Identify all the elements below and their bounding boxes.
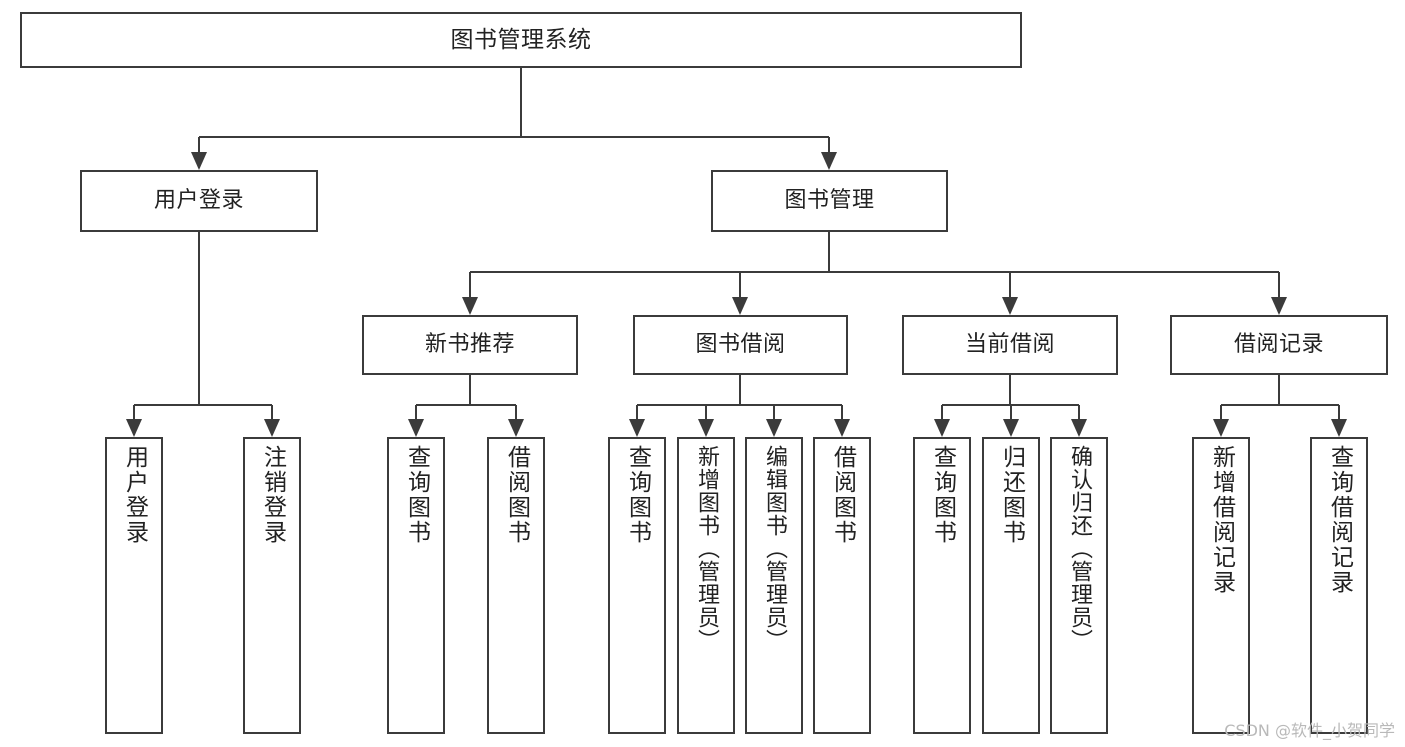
arrowhead-book-manage-0 [462,297,478,315]
arrowhead-borrow-records-0 [1213,419,1229,437]
node-user-login[interactable]: 用户登录 [80,170,318,232]
arrowhead-book-borrow-0 [629,419,645,437]
arrowhead-book-manage-1 [732,297,748,315]
node-label-leaf-borrow-book: 借阅图书 [829,445,856,545]
arrowhead-current-borrow-1 [1003,419,1019,437]
node-label-leaf-add-record: 新增借阅记录 [1208,445,1235,595]
node-label-root: 图书管理系统 [450,26,592,53]
arrowhead-book-manage-2 [1002,297,1018,315]
node-label-leaf-query-book-rec: 查询图书 [403,445,430,545]
node-borrow-records[interactable]: 借阅记录 [1170,315,1388,375]
node-book-borrow[interactable]: 图书借阅 [633,315,848,375]
node-label-book-manage: 图书管理 [784,188,875,214]
node-leaf-confirm-return[interactable]: 确认归还（管理员） [1050,437,1108,734]
node-root[interactable]: 图书管理系统 [20,12,1022,68]
node-leaf-query-book-cur[interactable]: 查询图书 [913,437,971,734]
node-label-leaf-confirm-return: 确认归还（管理员） [1067,445,1092,652]
node-label-leaf-query-book-borrow: 查询图书 [624,445,651,545]
arrowhead-root-1 [821,152,837,170]
node-leaf-user-login[interactable]: 用户登录 [105,437,163,734]
arrowhead-new-book-recommend-0 [408,419,424,437]
node-new-book-recommend[interactable]: 新书推荐 [362,315,578,375]
node-label-leaf-add-book: 新增图书（管理员） [694,445,719,652]
arrowhead-book-borrow-3 [834,419,850,437]
node-leaf-add-book[interactable]: 新增图书（管理员） [677,437,735,734]
node-leaf-add-record[interactable]: 新增借阅记录 [1192,437,1250,734]
node-label-current-borrow: 当前借阅 [964,332,1055,358]
node-label-leaf-query-book-cur: 查询图书 [929,445,956,545]
node-leaf-query-record[interactable]: 查询借阅记录 [1310,437,1368,734]
arrowhead-current-borrow-2 [1071,419,1087,437]
csdn-watermark: CSDN @软件_小贺同学 [1224,721,1395,740]
node-label-leaf-edit-book: 编辑图书（管理员） [762,445,787,652]
node-label-user-login: 用户登录 [153,188,244,214]
node-leaf-logout[interactable]: 注销登录 [243,437,301,734]
arrowhead-root-0 [191,152,207,170]
node-leaf-edit-book[interactable]: 编辑图书（管理员） [745,437,803,734]
arrowhead-book-manage-3 [1271,297,1287,315]
node-label-leaf-borrow-book-rec: 借阅图书 [503,445,530,545]
arrowhead-book-borrow-2 [766,419,782,437]
node-leaf-query-book-rec[interactable]: 查询图书 [387,437,445,734]
arrowhead-user-login-1 [264,419,280,437]
node-leaf-return-book[interactable]: 归还图书 [982,437,1040,734]
node-label-borrow-records: 借阅记录 [1233,332,1324,358]
node-label-leaf-user-login: 用户登录 [121,445,148,545]
arrowhead-current-borrow-0 [934,419,950,437]
arrowhead-new-book-recommend-1 [508,419,524,437]
arrowhead-user-login-0 [126,419,142,437]
arrowhead-borrow-records-1 [1331,419,1347,437]
node-label-book-borrow: 图书借阅 [695,332,786,358]
node-leaf-query-book-borrow[interactable]: 查询图书 [608,437,666,734]
node-label-leaf-query-record: 查询借阅记录 [1326,445,1353,595]
node-book-manage[interactable]: 图书管理 [711,170,948,232]
node-current-borrow[interactable]: 当前借阅 [902,315,1118,375]
arrowhead-book-borrow-1 [698,419,714,437]
node-label-leaf-logout: 注销登录 [259,445,286,545]
node-label-leaf-return-book: 归还图书 [998,445,1025,545]
node-leaf-borrow-book-rec[interactable]: 借阅图书 [487,437,545,734]
node-label-new-book-recommend: 新书推荐 [424,332,515,358]
node-leaf-borrow-book[interactable]: 借阅图书 [813,437,871,734]
